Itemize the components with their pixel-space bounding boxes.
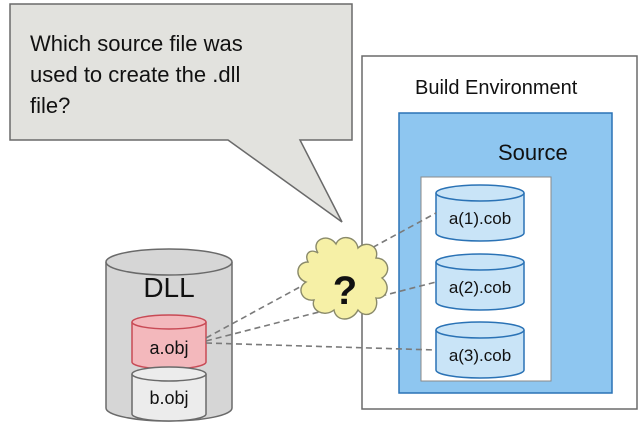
source-panel-title: Source	[498, 140, 568, 165]
speech-bubble-line-3: file?	[30, 93, 70, 118]
source-file-label-3: a(3).cob	[449, 346, 511, 365]
source-file-cylinder-1: a(1).cob	[435, 184, 525, 242]
dll-object-b: b.obj	[131, 366, 207, 422]
speech-bubble-shape	[9, 3, 353, 223]
build-environment-box: Build Environment Source a(1).cob a(2).c…	[361, 55, 638, 410]
speech-bubble-line-1: Which source file was	[30, 31, 243, 56]
dll-object-a: a.obj	[131, 314, 207, 370]
question-mark: ?	[333, 269, 357, 313]
dll-object-b-label: b.obj	[149, 388, 188, 408]
dll-label: DLL	[143, 272, 194, 303]
source-file-label-1: a(1).cob	[449, 209, 511, 228]
dll-object-a-label: a.obj	[149, 338, 188, 358]
question-cloud: ?	[297, 237, 389, 320]
source-file-cylinder-2: a(2).cob	[435, 253, 525, 311]
source-panel: Source a(1).cob a(2).cob a(3).cob	[398, 112, 613, 394]
source-file-cylinder-3: a(3).cob	[435, 321, 525, 379]
speech-bubble-line-2: used to create the .dll	[30, 62, 240, 87]
connector-aobj-to-file-3	[205, 342, 437, 351]
speech-bubble: Which source file was used to create the…	[9, 3, 353, 223]
build-environment-title: Build Environment	[415, 77, 578, 99]
question-cloud-shape	[297, 237, 389, 320]
source-file-label-2: a(2).cob	[449, 278, 511, 297]
dll-cylinder: DLL a.obj b.obj	[105, 248, 233, 422]
